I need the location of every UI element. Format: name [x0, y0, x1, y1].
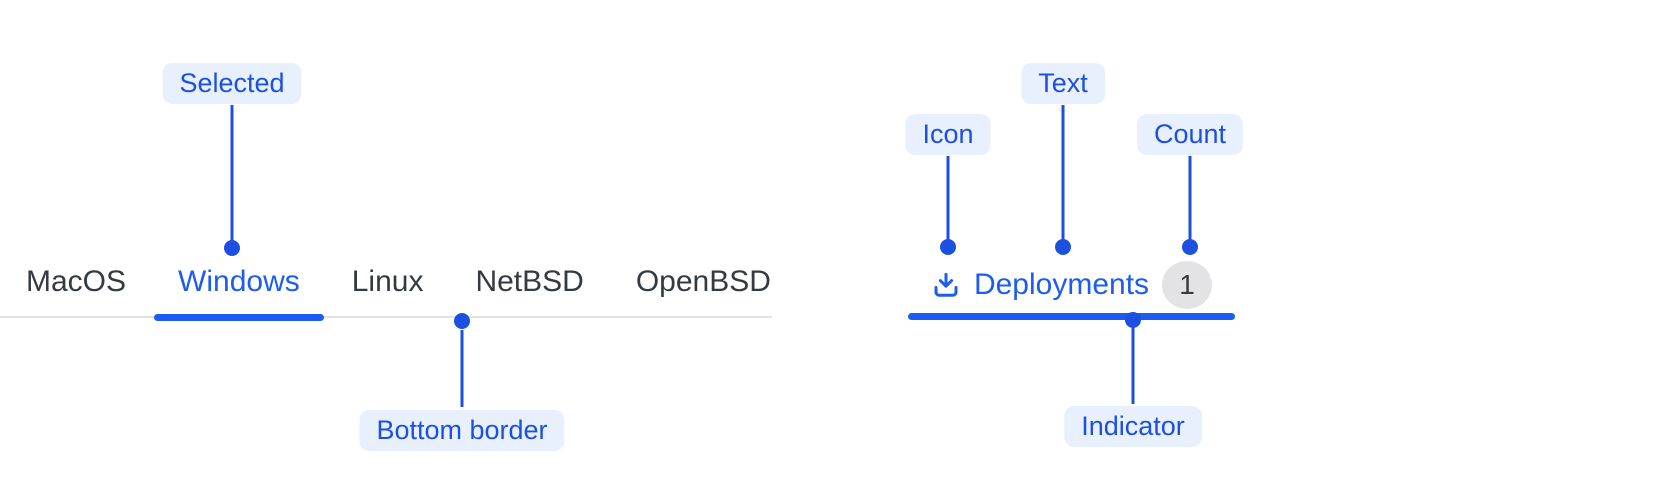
callout-selected: Selected — [162, 63, 302, 104]
callout-icon-dot — [940, 239, 956, 255]
download-icon — [934, 272, 958, 297]
callout-indicator: Indicator — [1064, 406, 1202, 447]
tab-netbsd[interactable]: NetBSD — [475, 265, 584, 298]
callout-icon-line — [946, 156, 950, 240]
callout-text-line — [1061, 105, 1065, 240]
selected-tab-indicator — [908, 313, 1235, 320]
callout-bottom-border: Bottom border — [359, 410, 565, 451]
callout-text-dot — [1055, 239, 1071, 255]
callout-selected-dot — [224, 240, 240, 256]
tab-deployments-label: Deployments — [973, 268, 1150, 301]
tab-deployments[interactable]: Deployments 1 — [908, 250, 1235, 320]
callout-bottom-border-line — [460, 330, 464, 407]
callout-count-line — [1188, 156, 1192, 240]
callout-selected-line — [230, 105, 234, 241]
callout-count-dot — [1182, 239, 1198, 255]
callout-bottom-border-dot — [454, 313, 470, 329]
tab-windows[interactable]: Windows — [152, 252, 326, 321]
callout-text: Text — [1021, 63, 1105, 104]
tab-macos[interactable]: MacOS — [26, 265, 127, 298]
callout-count: Count — [1136, 114, 1244, 155]
selected-tab-bottom-border — [154, 313, 324, 321]
tab-bar: MacOS Windows Linux NetBSD OpenBSD — [0, 252, 772, 321]
callout-indicator-dot — [1125, 312, 1141, 328]
tab-linux[interactable]: Linux — [351, 265, 424, 298]
callout-icon: Icon — [905, 114, 991, 155]
callout-indicator-line — [1131, 328, 1135, 404]
tab-windows-label: Windows — [178, 265, 300, 298]
count-badge: 1 — [1162, 261, 1213, 309]
tab-openbsd[interactable]: OpenBSD — [635, 265, 771, 298]
